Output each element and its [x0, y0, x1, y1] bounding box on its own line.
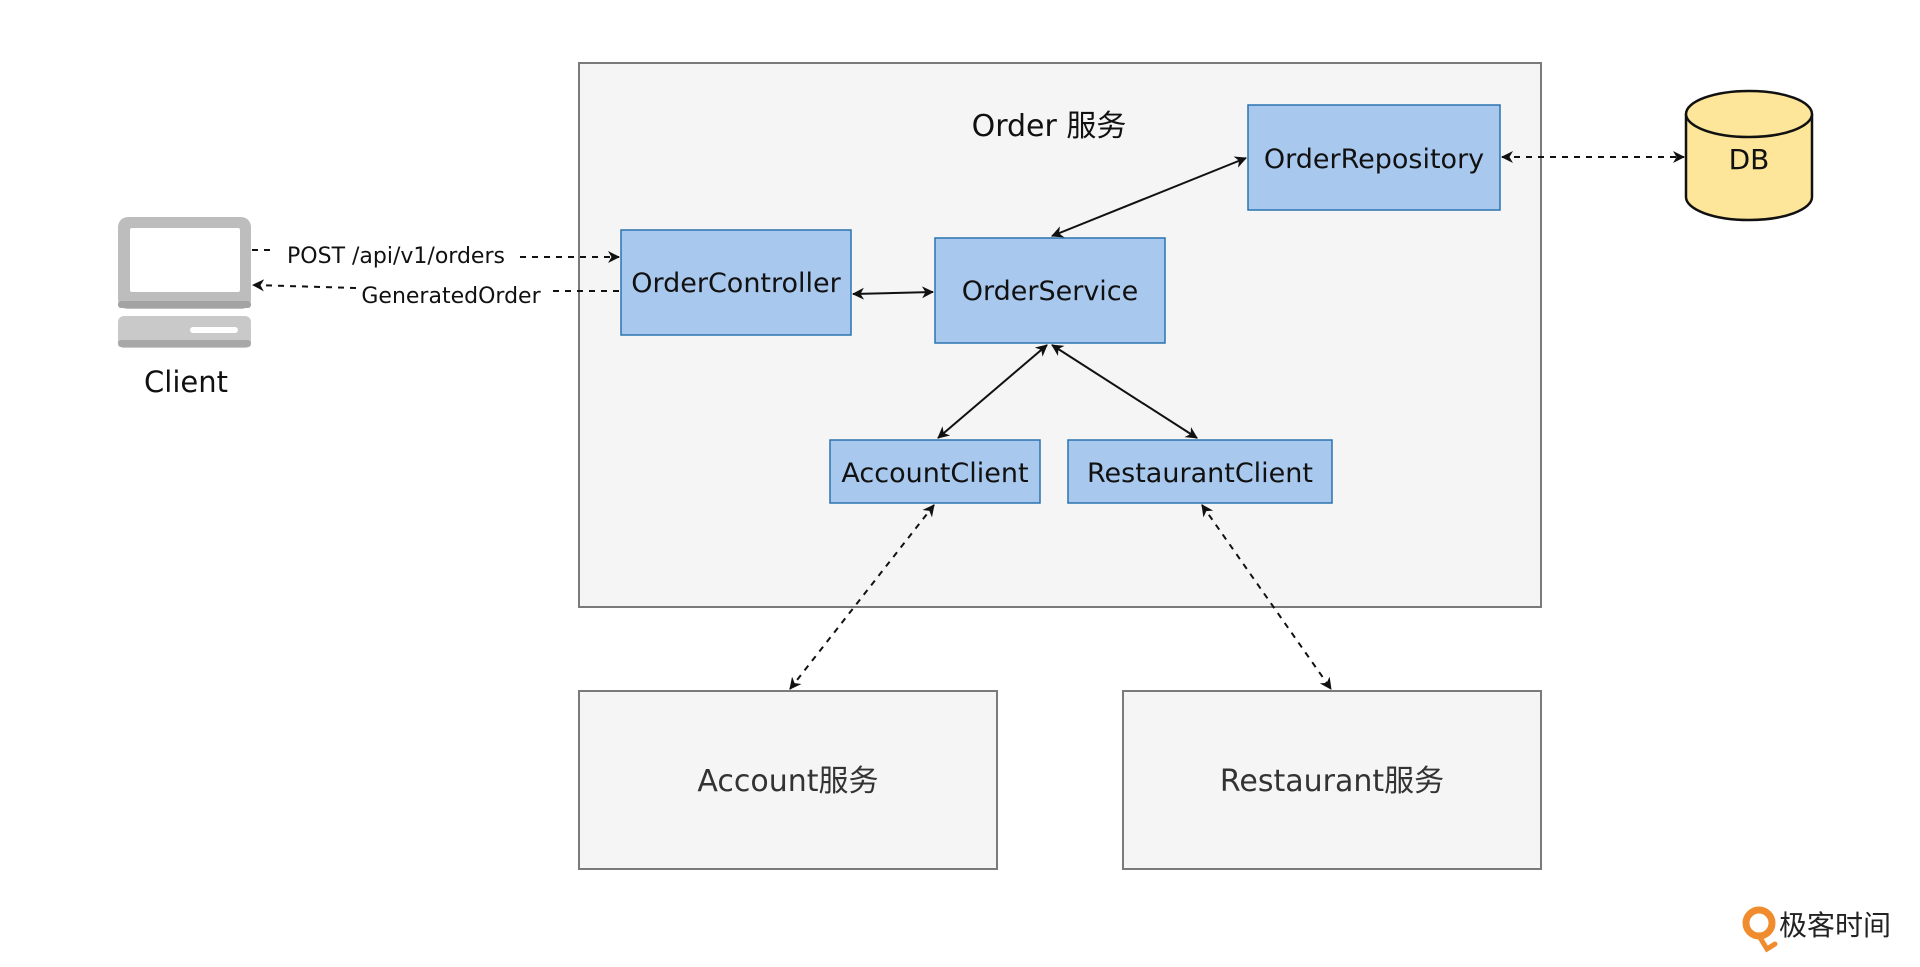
- geektime-logo-icon: [1742, 906, 1778, 953]
- order-service-node[interactable]: OrderService: [934, 237, 1166, 344]
- database-icon: [1684, 89, 1814, 222]
- edge-response-arrow: [252, 279, 357, 292]
- edge-controller-service: [852, 286, 934, 300]
- request-label: POST /api/v1/orders: [287, 244, 505, 269]
- account-client-label: AccountClient: [841, 458, 1028, 489]
- restaurant-client-label: RestaurantClient: [1087, 458, 1313, 489]
- edge-account-client-service: [789, 504, 935, 690]
- order-repository-node[interactable]: OrderRepository: [1247, 104, 1501, 211]
- edge-service-account-client: [937, 344, 1048, 439]
- restaurant-service-node[interactable]: Restaurant服务: [1122, 690, 1542, 870]
- response-label: GeneratedOrder: [361, 284, 541, 309]
- client-label: Client: [144, 365, 228, 399]
- client-node[interactable]: Client: [118, 217, 251, 399]
- database-node[interactable]: DB: [1684, 89, 1814, 222]
- brand-label: 极客时间: [1779, 909, 1891, 942]
- order-repository-label: OrderRepository: [1264, 144, 1484, 175]
- edge-service-restaurant-client: [1051, 344, 1198, 439]
- edge-service-repository: [1051, 156, 1247, 238]
- order-controller-label: OrderController: [631, 268, 841, 299]
- restaurant-client-node[interactable]: RestaurantClient: [1067, 439, 1333, 504]
- account-service-node[interactable]: Account服务: [578, 690, 998, 870]
- database-label: DB: [1729, 143, 1770, 176]
- diagram-edges: POST /api/v1/orders GeneratedOrder: [252, 151, 1685, 690]
- order-service-label: OrderService: [962, 276, 1139, 307]
- account-client-node[interactable]: AccountClient: [829, 439, 1041, 504]
- order-controller-node[interactable]: OrderController: [620, 229, 852, 336]
- order-service-title: Order 服务: [972, 109, 1127, 144]
- account-service-label: Account服务: [697, 764, 878, 799]
- computer-icon: [118, 217, 251, 348]
- edge-restaurant-client-service: [1201, 504, 1332, 690]
- brand-watermark: 极客时间: [1742, 906, 1891, 953]
- restaurant-service-label: Restaurant服务: [1220, 764, 1444, 799]
